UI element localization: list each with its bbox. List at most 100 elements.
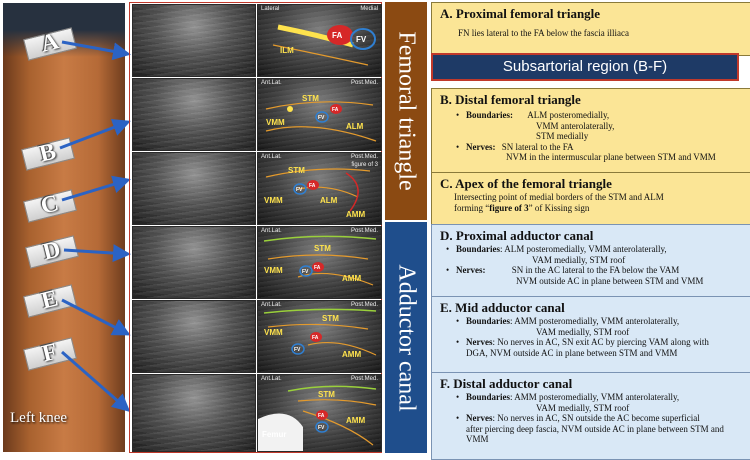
label-amm-c: AMM (346, 210, 365, 219)
box-d-boundaries-label: Boundaries (456, 244, 501, 254)
label-fa-e: FA (312, 335, 319, 341)
box-e-boundaries-label: Boundaries (466, 316, 511, 326)
box-f: F. Distal adductor canal Boundaries: AMM… (431, 372, 750, 460)
us-annotated-d: Ant.Lat. Post.Med. STM VMM FA FV AMM (257, 226, 382, 299)
femoral-triangle-text: Femoral triangle (393, 31, 420, 191)
tag-right-a: Medial (360, 6, 378, 12)
label-stm-f: STM (318, 390, 335, 399)
box-b-boundaries: Boundaries: ALM posteromedially, (454, 110, 748, 121)
box-f-boundaries: Boundaries: AMM posteromedially, VMM ant… (454, 392, 748, 403)
adductor-canal-banner: Adductor canal (385, 222, 427, 453)
box-f-boundaries-2: VAM medially, STM roof (536, 402, 630, 413)
label-stm-d: STM (314, 244, 331, 253)
label-fv-a: FV (356, 35, 367, 44)
box-a-title: A. Proximal femoral triangle (440, 6, 601, 21)
us-raw-d (132, 226, 256, 299)
box-f-title: F. Distal adductor canal (440, 376, 573, 391)
box-c-line2-post: ” of Kissing sign (528, 202, 590, 213)
box-e-nerves-2: DGA, NVM outside AC in plane between STM… (466, 347, 678, 358)
box-b-title: B. Distal femoral triangle (440, 92, 581, 107)
box-c: C. Apex of the femoral triangle Intersec… (431, 172, 750, 226)
arrow-e (61, 298, 131, 336)
box-d-nerves-2: NVM outside AC in plane between STM and … (516, 275, 704, 286)
tag-left-e: Ant.Lat. (261, 302, 282, 308)
label-vmm-b: VMM (266, 118, 285, 127)
tag-right-f: Post.Med. (350, 376, 378, 382)
box-c-line2-pre: forming “ (454, 202, 490, 213)
box-f-nerves: Nerves: No nerves in AC, SN outside the … (454, 413, 748, 424)
label-fv-f: FV (318, 425, 325, 431)
box-b-nerves-label: Nerves: (466, 141, 496, 152)
box-c-line1: Intersecting point of medial borders of … (454, 192, 664, 202)
arrow-d (63, 244, 131, 263)
box-c-title: C. Apex of the femoral triangle (440, 176, 612, 191)
label-vmm-c: VMM (264, 196, 283, 205)
note-figure-3: figure of 3 (351, 162, 378, 168)
box-f-boundaries-label: Boundaries (466, 392, 511, 402)
box-d-nerves-label: Nerves: (456, 265, 486, 275)
us-annotated-e: Ant.Lat. Post.Med. STM VMM FA FV AMM (257, 300, 382, 373)
box-d-nerves: Nerves: SN in the AC lateral to the FA b… (444, 265, 748, 276)
box-b-boundaries-2: VMM anterolaterally, (536, 120, 615, 131)
box-a: A. Proximal femoral triangle FN lies lat… (431, 2, 750, 56)
tag-left-f: Ant.Lat. (261, 376, 282, 382)
arrows-layer (59, 40, 131, 412)
box-a-text: FN lies lateral to the FA below the fasc… (458, 28, 630, 38)
label-fa-a: FA (332, 31, 342, 40)
subsartorial-header: Subsartorial region (B-F) (431, 53, 739, 81)
box-d-boundaries: Boundaries: ALM posteromedially, VMM ant… (444, 244, 748, 255)
box-f-nerves-2: after piercing deep fascia, NVM outside … (466, 423, 724, 434)
label-stm-c: STM (288, 166, 305, 175)
label-alm-c: ALM (320, 196, 338, 205)
us-raw-f (132, 374, 256, 452)
arrow-b (59, 118, 131, 150)
box-c-line2: forming “figure of 3” of Kissing sign (440, 203, 748, 214)
tag-left-a: Lateral (261, 6, 280, 12)
box-c-line2-bold: figure of 3 (489, 202, 529, 213)
box-f-nerves-3: VMM (466, 434, 489, 444)
box-e-nerves-label: Nerves (466, 337, 493, 347)
tag-right-e: Post.Med. (350, 302, 378, 308)
box-d-boundaries-1: : ALM posteromedially, VMM anterolateral… (500, 244, 667, 254)
box-f-nerves-label: Nerves (466, 413, 493, 423)
label-fa-b: FA (332, 107, 339, 113)
us-annotated-a: Lateral Medial ILM FA FV (257, 4, 382, 77)
arrow-f (61, 350, 131, 412)
box-e-boundaries-1: : AMM posteromedially, VMM anterolateral… (510, 316, 680, 326)
label-vmm-e: VMM (264, 328, 283, 337)
box-d-nerves-1: SN in the AC lateral to the FA below the… (511, 265, 680, 275)
label-femur-f: Femur (262, 430, 286, 439)
box-e-boundaries-2: VAM medially, STM roof (536, 326, 630, 337)
label-fv-e: FV (294, 347, 301, 353)
box-b-boundaries-3: STM medially (536, 131, 589, 141)
leg-photo: A B C D E F (3, 3, 125, 452)
tag-right-c: Post.Med. (350, 154, 378, 160)
label-fa-c: FA (309, 183, 316, 189)
label-stm-e: STM (322, 314, 339, 323)
box-b: B. Distal femoral triangle Boundaries: A… (431, 88, 750, 174)
label-alm-b: ALM (346, 122, 364, 131)
box-e-boundaries: Boundaries: AMM posteromedially, VMM ant… (454, 316, 748, 327)
us-raw-c (132, 152, 256, 225)
box-d: D. Proximal adductor canal Boundaries: A… (431, 224, 750, 298)
label-fv-c: FV (296, 187, 303, 193)
box-e-title: E. Mid adductor canal (440, 300, 565, 315)
box-f-nerves-1: : No nerves in AC, SN outside the AC bec… (492, 413, 700, 423)
label-fa-d: FA (314, 265, 321, 271)
label-ilm-a: ILM (280, 46, 294, 55)
us-annotated-c: Ant.Lat. Post.Med. figure of 3 STM VMM F… (257, 152, 382, 225)
box-b-boundaries-label: Boundaries: (466, 110, 514, 120)
label-vmm-d: VMM (264, 266, 283, 275)
label-stm-b: STM (302, 94, 319, 103)
femoral-vein-a (350, 28, 376, 50)
label-amm-f: AMM (346, 416, 365, 425)
us-raw-a (132, 4, 256, 77)
us-annotated-f: Ant.Lat. Post.Med. STM FA FV AMM Femur (257, 374, 382, 452)
label-amm-d: AMM (342, 274, 361, 283)
box-e-nerves: Nerves: No nerves in AC, SN exit AC by p… (454, 337, 748, 348)
arrow-a (61, 40, 131, 61)
tag-right-b: Post.Med. (350, 80, 378, 86)
tag-left-b: Ant.Lat. (261, 80, 282, 86)
box-b-nerves: Nerves: SN lateral to the FA (454, 142, 748, 153)
box-e: E. Mid adductor canal Boundaries: AMM po… (431, 296, 750, 374)
